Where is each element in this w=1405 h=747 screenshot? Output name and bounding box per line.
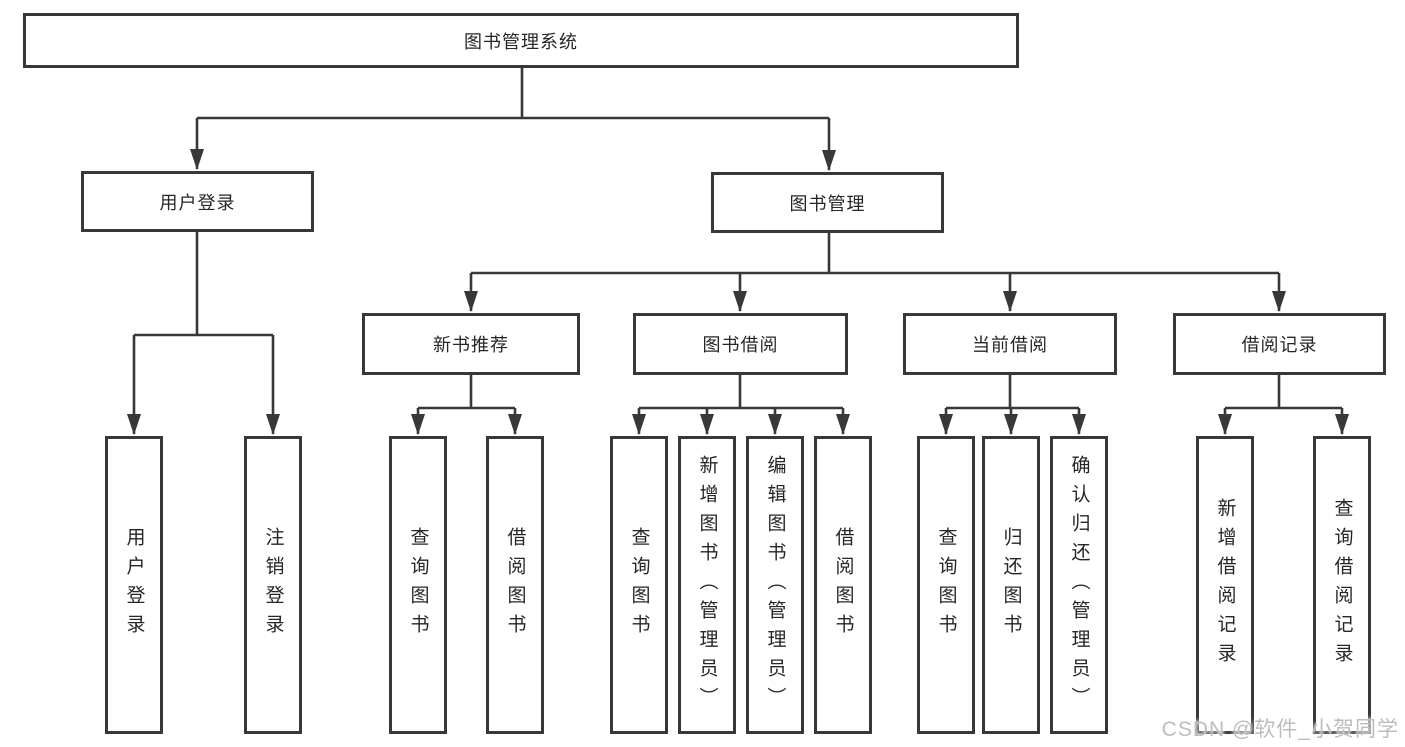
leaf-borrow-books-recommend-label: 借阅图书 xyxy=(504,527,526,643)
leaf-query-borrow-record: 查询借阅记录 xyxy=(1313,436,1371,734)
node-current-borrow: 当前借阅 xyxy=(903,313,1117,375)
leaf-add-books-admin: 新增图书（管理员） xyxy=(678,436,736,734)
leaf-add-books-admin-label: 新增图书（管理员） xyxy=(696,454,718,716)
leaf-logout-login-label: 注销登录 xyxy=(262,527,284,643)
leaf-query-books-current-label: 查询图书 xyxy=(935,527,957,643)
leaf-user-login-label: 用户登录 xyxy=(123,527,145,643)
node-user-login: 用户登录 xyxy=(81,171,314,232)
leaf-borrow-books-label: 借阅图书 xyxy=(832,527,854,643)
watermark: CSDN @软件_小贺同学 xyxy=(1161,718,1399,741)
leaf-edit-books-admin: 编辑图书（管理员） xyxy=(746,436,804,734)
node-borrow-records: 借阅记录 xyxy=(1173,313,1386,375)
leaf-query-books-borrow-label: 查询图书 xyxy=(628,527,650,643)
node-new-book-recommend: 新书推荐 xyxy=(362,313,580,375)
leaf-query-books-borrow: 查询图书 xyxy=(610,436,668,734)
leaf-logout-login: 注销登录 xyxy=(244,436,302,734)
node-book-management: 图书管理 xyxy=(711,172,944,233)
leaf-confirm-return-admin-label: 确认归还（管理员） xyxy=(1068,454,1090,716)
leaf-return-books: 归还图书 xyxy=(982,436,1040,734)
leaf-query-books-current: 查询图书 xyxy=(917,436,975,734)
leaf-add-borrow-record: 新增借阅记录 xyxy=(1196,436,1254,734)
leaf-query-books-recommend: 查询图书 xyxy=(389,436,447,734)
node-book-borrow: 图书借阅 xyxy=(633,313,848,375)
leaf-edit-books-admin-label: 编辑图书（管理员） xyxy=(764,454,786,716)
leaf-user-login: 用户登录 xyxy=(105,436,163,734)
leaf-return-books-label: 归还图书 xyxy=(1000,527,1022,643)
leaf-query-books-recommend-label: 查询图书 xyxy=(407,527,429,643)
leaf-borrow-books: 借阅图书 xyxy=(814,436,872,734)
leaf-query-borrow-record-label: 查询借阅记录 xyxy=(1331,498,1353,672)
leaf-confirm-return-admin: 确认归还（管理员） xyxy=(1050,436,1108,734)
node-library-system: 图书管理系统 xyxy=(23,13,1019,68)
leaf-add-borrow-record-label: 新增借阅记录 xyxy=(1214,498,1236,672)
leaf-borrow-books-recommend: 借阅图书 xyxy=(486,436,544,734)
